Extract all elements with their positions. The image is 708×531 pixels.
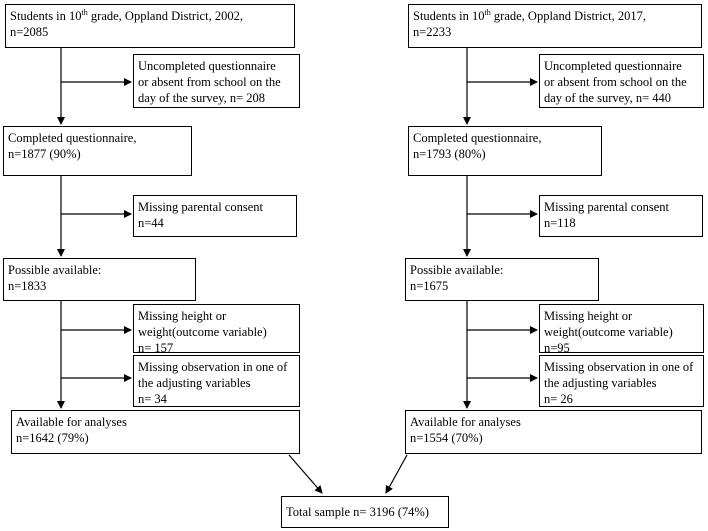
arrow-right-to-total [385,454,408,494]
left-start-box: Students in 10th grade, Oppland District… [5,4,295,48]
right-possible-box: Possible available: n=1675 [405,258,599,301]
total-sample-box: Total sample n= 3196 (74%) [281,496,449,528]
left-exclusion-height-weight: Missing height or weight(outcome variabl… [133,304,300,353]
right-exclusion-consent: Missing parental consent n=118 [539,195,703,237]
right-exclusion-uncompleted: Uncompleted questionnaire or absent from… [539,54,704,108]
left-start-line2: n=2085 [10,25,49,39]
left-exclusion-consent: Missing parental consent n=44 [133,195,297,237]
right-exclusion-adjusting: Missing observation in one of the adjust… [539,355,704,407]
left-start-line1: Students in 10th grade, Oppland District… [10,7,243,23]
right-start-box: Students in 10th grade, Oppland District… [408,4,702,48]
right-exclusion-height-weight: Missing height or weight(outcome variabl… [539,304,704,353]
right-start-line1: Students in 10th grade, Oppland District… [413,7,646,23]
left-possible-box: Possible available: n=1833 [3,258,196,301]
left-available-box: Available for analyses n=1642 (79%) [11,410,300,454]
right-available-box: Available for analyses n=1554 (70%) [405,410,702,454]
arrow-left-to-total [288,454,323,494]
left-exclusion-uncompleted: Uncompleted questionnaire or absent from… [133,54,300,108]
left-completed-box: Completed questionnaire, n=1877 (90%) [3,126,192,176]
right-start-line2: n=2233 [413,25,452,39]
left-exclusion-adjusting: Missing observation in one of the adjust… [133,355,300,407]
right-completed-box: Completed questionnaire, n=1793 (80%) [408,126,602,176]
